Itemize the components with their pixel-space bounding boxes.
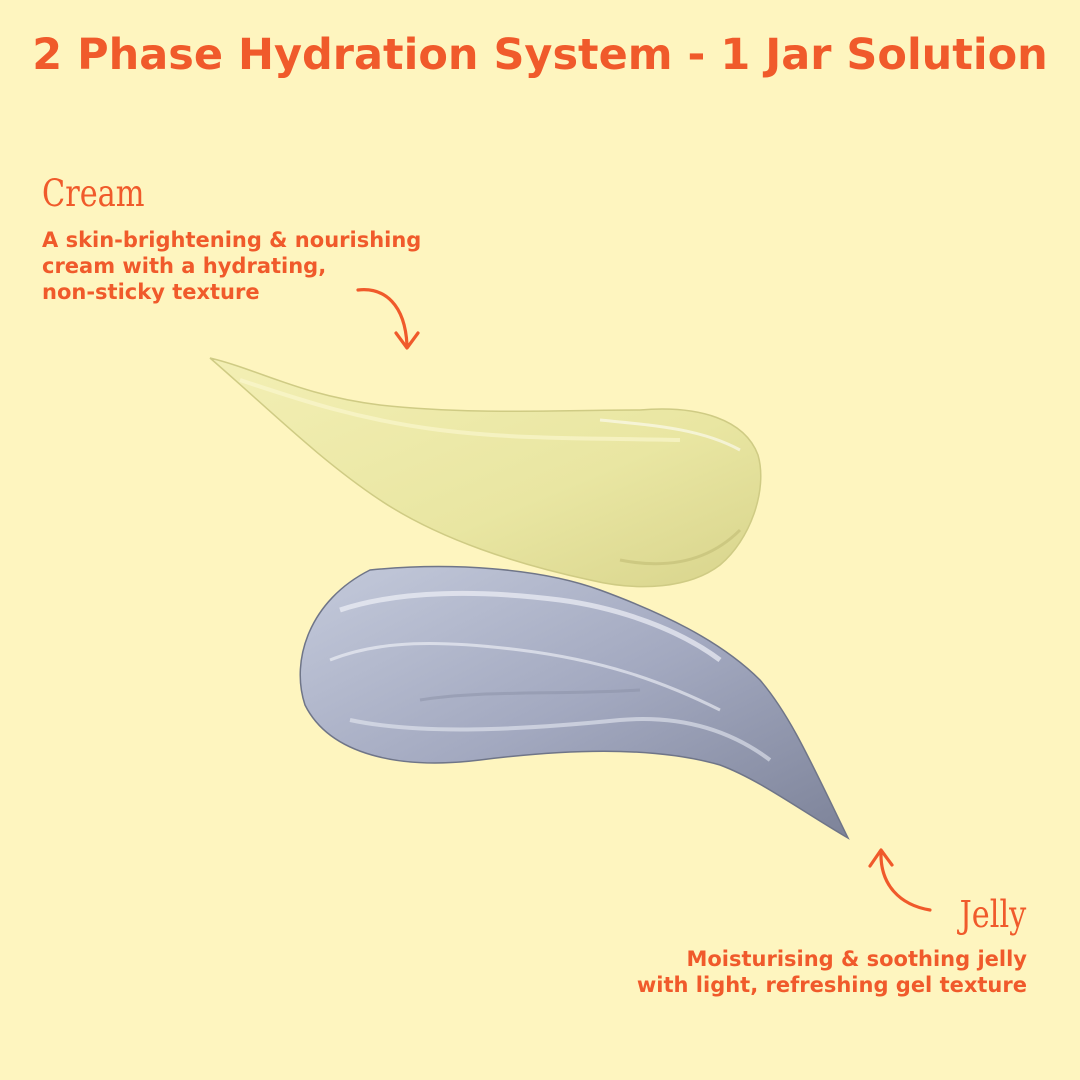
cream-description-line: non-sticky texture xyxy=(42,280,260,304)
jelly-description-line: with light, refreshing gel texture xyxy=(636,973,1027,997)
cream-description-line: A skin-brightening & nourishing xyxy=(42,228,422,252)
jelly-description: Moisturising & soothing jelly with light… xyxy=(637,946,1027,998)
jelly-description-line: Moisturising & soothing jelly xyxy=(686,947,1027,971)
jelly-heading: Jelly xyxy=(959,893,1026,936)
cream-swatch xyxy=(209,357,762,588)
curved-arrow-up-icon xyxy=(868,848,932,912)
jelly-swatch xyxy=(299,565,850,840)
cream-heading: Cream xyxy=(42,172,145,215)
page-title: 2 Phase Hydration System - 1 Jar Solutio… xyxy=(32,30,1048,80)
cream-description-line: cream with a hydrating, xyxy=(42,254,327,278)
cream-description: A skin-brightening & nourishing cream wi… xyxy=(42,227,421,305)
curved-arrow-down-icon xyxy=(356,288,420,350)
